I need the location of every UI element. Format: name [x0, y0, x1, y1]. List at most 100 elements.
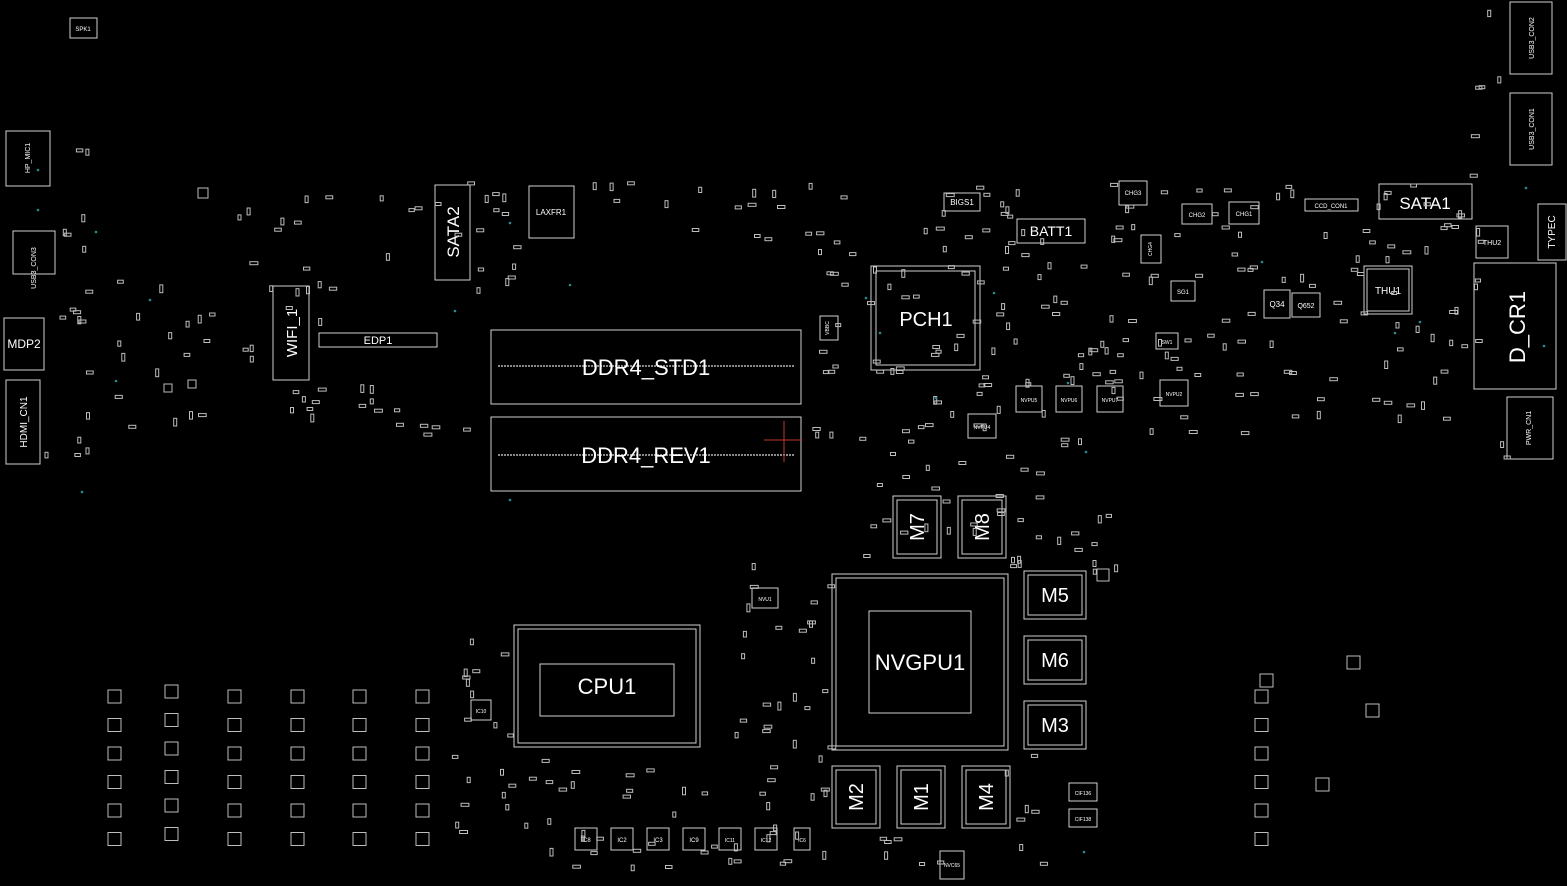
m2-memory-chip[interactable]: M2: [831, 765, 881, 829]
passive-pad: [1461, 344, 1469, 349]
usb3-con1-connector[interactable]: USB3_CON1: [1509, 92, 1553, 166]
m7-memory-chip[interactable]: M7: [892, 495, 942, 559]
passive-pad: [1104, 347, 1109, 355]
sata1-connector[interactable]: SATA1: [1378, 183, 1473, 220]
passive-pad: [1006, 322, 1011, 331]
passive-pad: [455, 821, 460, 829]
nvu1-component[interactable]: NVU1: [751, 587, 779, 609]
ic12-component[interactable]: IC12: [754, 827, 778, 851]
mount-pad: [164, 798, 179, 813]
passive-pad: [311, 400, 320, 405]
ccd-con1-label: CCD_CON1: [1314, 204, 1348, 210]
passive-pad: [460, 802, 470, 807]
ic2-component[interactable]: IC2: [610, 827, 634, 851]
mount-pad: [107, 689, 122, 704]
m4-memory-chip[interactable]: M4: [961, 765, 1011, 829]
passive-pad: [908, 439, 915, 444]
passive-pad: [467, 181, 476, 186]
sw1-component[interactable]: SW1: [1155, 332, 1179, 350]
d-cr1-connector[interactable]: D_CR1: [1473, 262, 1557, 390]
cpu1-chip[interactable]: CPU1: [513, 624, 701, 748]
sg1-component[interactable]: SG1: [1170, 280, 1196, 302]
m6-memory-chip[interactable]: M6: [1023, 635, 1087, 685]
nvpu4-component[interactable]: NVPU4: [967, 413, 997, 439]
batt1-label: BATT1: [1030, 223, 1073, 239]
passive-pad: [580, 835, 585, 842]
m8-memory-chip[interactable]: M8: [957, 495, 1007, 559]
batt1-connector[interactable]: BATT1: [1016, 218, 1086, 244]
thu1-chip[interactable]: THU1: [1363, 265, 1413, 315]
nvc65-component[interactable]: NVC65: [939, 850, 965, 880]
ic9-component[interactable]: IC9: [682, 827, 706, 851]
passive-pad: [1355, 255, 1360, 263]
ccd-con1-connector[interactable]: CCD_CON1: [1304, 198, 1359, 212]
typec-connector[interactable]: TYPEC: [1537, 203, 1567, 261]
thu2-component[interactable]: THU2: [1475, 225, 1509, 259]
passive-pad: [1139, 371, 1144, 380]
usb3-con3-connector[interactable]: USB3_CON3: [12, 230, 56, 289]
test-point: [148, 298, 152, 302]
ddr4-std1-slot[interactable]: DDR4_STD1: [490, 329, 802, 405]
sata2-connector[interactable]: SATA2: [434, 184, 471, 281]
passive-pad: [369, 398, 374, 405]
passive-pad: [970, 522, 978, 527]
passive-pad: [996, 508, 1006, 513]
passive-pad: [1089, 348, 1099, 353]
nvpu6-component[interactable]: NVPU6: [1055, 385, 1083, 413]
mount-pad: [290, 689, 305, 704]
passive-pad: [841, 282, 849, 287]
passive-pad: [1070, 376, 1075, 386]
ic11-component[interactable]: IC11: [718, 827, 742, 851]
ddr4-rev1-slot[interactable]: DDR4_REV1: [490, 416, 802, 492]
ic10-component[interactable]: IC10: [470, 699, 492, 721]
pwr-cn1-connector[interactable]: PWR_CN1: [1506, 396, 1554, 460]
passive-pad: [982, 228, 991, 233]
passive-pad: [1160, 190, 1169, 195]
test-point: [1393, 331, 1397, 335]
m5-memory-chip[interactable]: M5: [1023, 570, 1087, 620]
ic3-component[interactable]: IC3: [646, 827, 670, 851]
nvpu2-component[interactable]: NVPU2: [1159, 379, 1189, 407]
usb3-con2-connector[interactable]: USB3_CON2: [1509, 1, 1553, 75]
passive-pad: [762, 702, 772, 707]
spk1-connector[interactable]: SPK1: [69, 17, 98, 39]
passive-pad: [815, 431, 820, 439]
passive-pad: [1369, 240, 1376, 245]
hdmi-cn1-connector[interactable]: HDMI_CN1: [5, 379, 41, 465]
passive-pad: [1109, 315, 1114, 323]
passive-pad: [1475, 339, 1483, 343]
vbbc-label: VBBC: [825, 321, 831, 335]
m3-memory-chip[interactable]: M3: [1023, 700, 1087, 750]
mdp2-connector[interactable]: MDP2: [3, 317, 45, 371]
passive-pad: [1500, 441, 1505, 449]
chg4-component[interactable]: CHG4: [1140, 234, 1162, 264]
q34-component[interactable]: Q34: [1263, 289, 1291, 319]
cif136-component[interactable]: CIF136: [1068, 782, 1098, 802]
q652-component[interactable]: Q652: [1291, 292, 1321, 318]
vbbc-component[interactable]: VBBC: [819, 315, 839, 341]
nvgpu1-chip[interactable]: NVGPU1: [831, 573, 1009, 751]
hp-mic1-connector[interactable]: HP_MIC1: [5, 130, 51, 187]
laxfr1-component[interactable]: LAXFR1: [528, 185, 575, 239]
passive-pad: [749, 584, 759, 589]
passive-pad: [369, 385, 374, 394]
passive-pad: [763, 724, 773, 729]
bigs1-component[interactable]: BIGS1: [943, 192, 981, 212]
mount-pad: [227, 775, 242, 789]
m1-memory-chip[interactable]: M1: [896, 765, 946, 829]
ic6-component[interactable]: IC6: [793, 827, 811, 851]
test-point: [36, 208, 40, 212]
passive-pad: [882, 518, 892, 523]
passive-pad: [895, 366, 905, 371]
pch1-chip[interactable]: PCH1: [870, 265, 981, 371]
passive-pad: [1387, 244, 1396, 249]
chg1-component[interactable]: CHG1: [1228, 201, 1260, 225]
mount-pad: [107, 775, 122, 789]
passive-pad: [1376, 203, 1381, 211]
wifi-1-connector[interactable]: WIFI_1: [272, 285, 310, 381]
passive-pad: [982, 423, 987, 432]
cif138-component[interactable]: CIF138: [1068, 808, 1098, 828]
edp1-connector[interactable]: EDP1: [318, 332, 438, 348]
passive-pad: [454, 232, 463, 237]
passive-pad: [501, 791, 506, 799]
